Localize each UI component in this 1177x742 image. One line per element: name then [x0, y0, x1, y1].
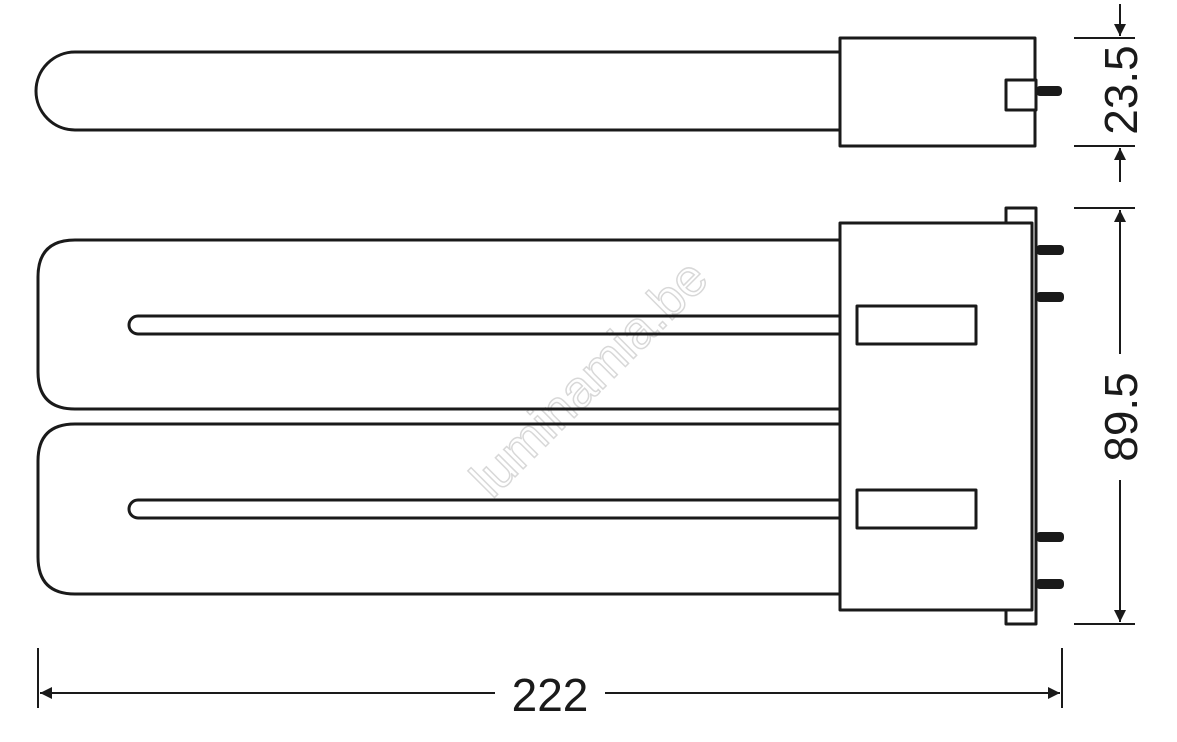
- base-window-upper: [855, 304, 978, 346]
- upper-tube-outline: [36, 238, 842, 411]
- upper-tube-inner-slot: [127, 314, 842, 336]
- dimension-depth: 23.5: [1074, 4, 1147, 182]
- side-view: [34, 36, 1062, 148]
- front-view: [36, 206, 1064, 626]
- watermark-text: luminamia.be: [459, 249, 719, 509]
- base-window-lower: [855, 488, 978, 530]
- pin-3: [1036, 532, 1064, 542]
- dimension-length: 222: [37, 648, 1063, 721]
- lower-tube-inner-slot: [127, 498, 842, 520]
- pin-2: [1036, 292, 1064, 302]
- length-label: 222: [512, 669, 589, 721]
- width-label: 89.5: [1095, 372, 1147, 462]
- side-view-tube: [34, 50, 842, 132]
- lower-tube-outline: [36, 422, 842, 596]
- side-view-pin: [1036, 86, 1062, 96]
- pin-4: [1036, 579, 1064, 589]
- pin-1: [1036, 245, 1064, 255]
- dimension-width: 89.5: [1074, 207, 1147, 625]
- side-view-socket-key: [1004, 78, 1038, 112]
- base-housing: [838, 221, 1034, 612]
- side-view-base: [838, 36, 1037, 148]
- depth-label: 23.5: [1095, 45, 1147, 135]
